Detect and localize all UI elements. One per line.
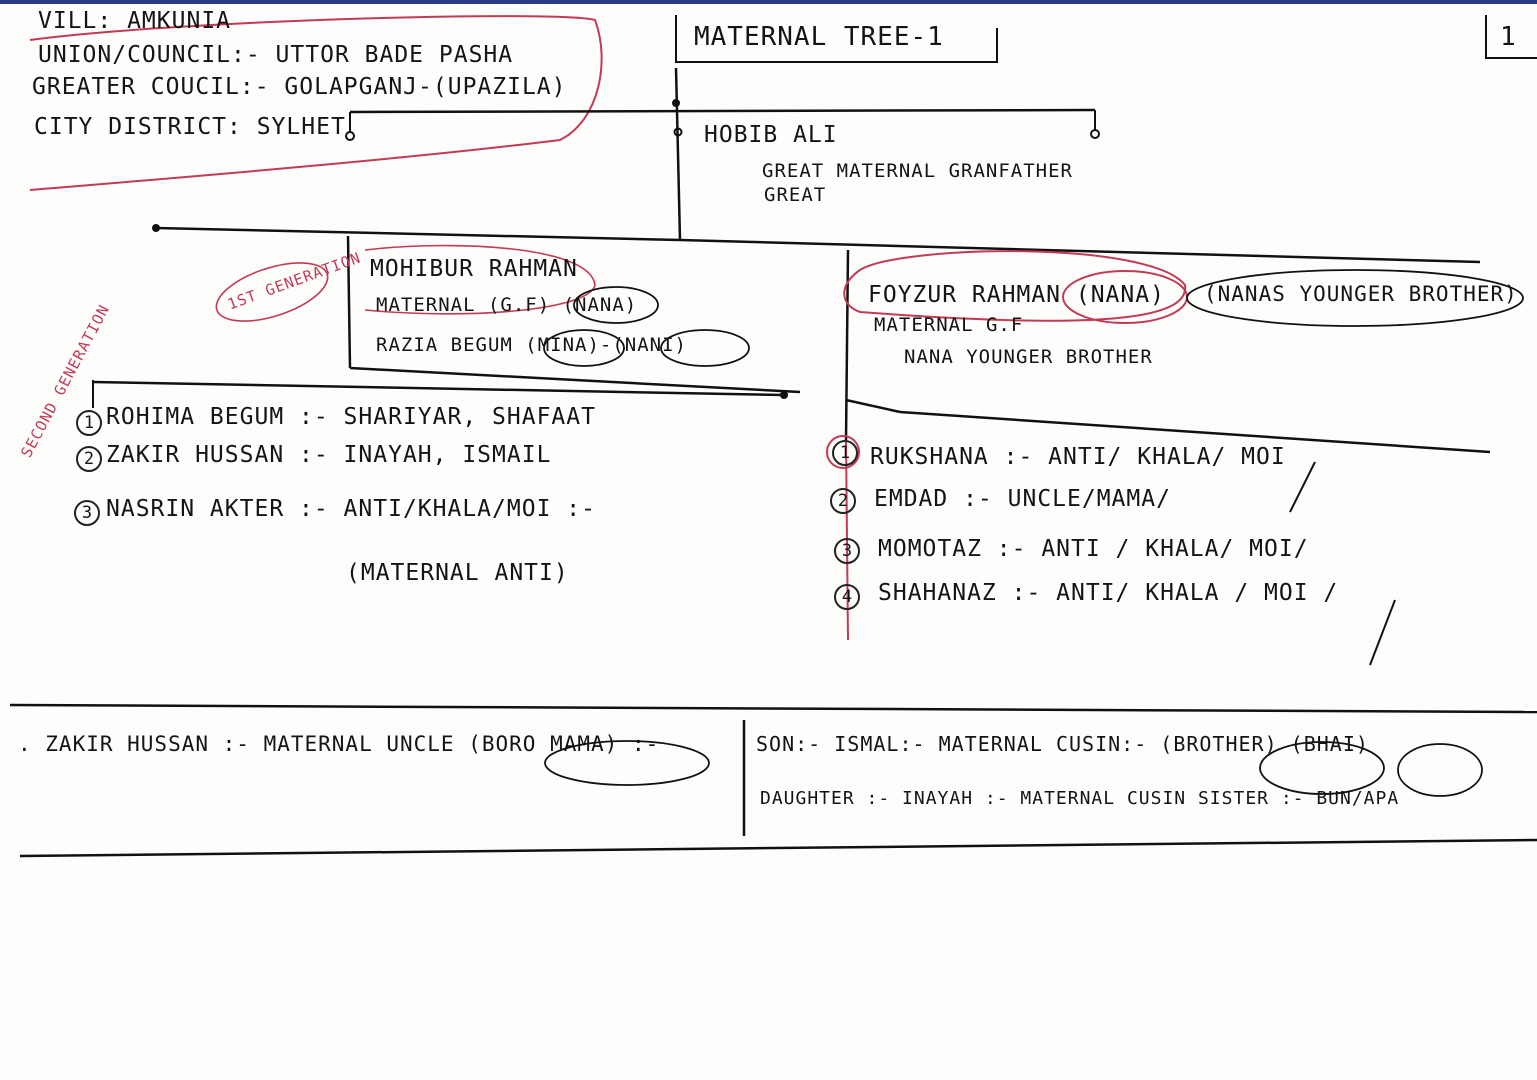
right-child-4: SHAHANAZ :- ANTI/ KHALA / MOI / (878, 580, 1339, 606)
right-branch-side-note: (NANAS YOUNGER BROTHER) (1204, 282, 1518, 306)
left-child-1: ROHIMA BEGUM :- SHARIYAR, SHAFAAT (106, 404, 596, 430)
left-child-3-note: (MATERNAL ANTI) (346, 560, 569, 586)
left-child-1-number: 1 (76, 410, 102, 436)
left-child-3: NASRIN AKTER :- ANTI/KHALA/MOI :- (106, 496, 596, 522)
right-child-4-number: 4 (834, 584, 860, 610)
right-child-1: RUKSHANA :- ANTI/ KHALA/ MOI (870, 444, 1286, 470)
right-child-3-number: 3 (834, 538, 860, 564)
page-title: MATERNAL TREE-1 (694, 22, 944, 52)
root-role: GREAT MATERNAL GRANFATHER (762, 160, 1073, 182)
root-name: HOBIB ALI (704, 122, 838, 148)
root-role-extra: GREAT (764, 184, 827, 206)
right-branch-role: MATERNAL G.F (874, 314, 1024, 336)
left-child-2-number: 2 (76, 446, 102, 472)
left-child-2: ZAKIR HUSSAN :- INAYAH, ISMAIL (106, 442, 552, 468)
right-branch-name: FOYZUR RAHMAN (NANA) (868, 282, 1165, 308)
greater-council-label: GREATER COUCIL:- GOLAPGANJ-(UPAZILA) (32, 74, 567, 100)
page-number: 1 (1500, 22, 1517, 52)
footer-daughter: DAUGHTER :- INAYAH :- MATERNAL CUSIN SIS… (760, 788, 1400, 809)
left-child-3-number: 3 (74, 500, 100, 526)
union-label: UNION/COUNCIL:- UTTOR BADE PASHA (38, 42, 514, 68)
right-child-2-number: 2 (830, 488, 856, 514)
left-branch-role: MATERNAL (G.F) (NANA) (376, 294, 638, 316)
right-branch-role-extra: NANA YOUNGER BROTHER (904, 346, 1153, 368)
city-district-label: CITY DISTRICT: SYLHET (34, 114, 346, 140)
right-child-1-number: 1 (832, 440, 858, 466)
left-branch-name: MOHIBUR RAHMAN (370, 256, 578, 282)
right-child-3: MOMOTAZ :- ANTI / KHALA/ MOI/ (878, 536, 1309, 562)
right-child-2: EMDAD :- UNCLE/MAMA/ (874, 486, 1171, 512)
left-branch-spouse: RAZIA BEGUM (MINA)-(NANI) (376, 334, 687, 356)
footer-uncle: . ZAKIR HUSSAN :- MATERNAL UNCLE (BORO M… (18, 732, 660, 756)
footer-son: SON:- ISMAL:- MATERNAL CUSIN:- (BROTHER)… (756, 732, 1369, 756)
village-label: VILL: AMKUNIA (38, 8, 232, 34)
header-bracket (29, 15, 603, 191)
